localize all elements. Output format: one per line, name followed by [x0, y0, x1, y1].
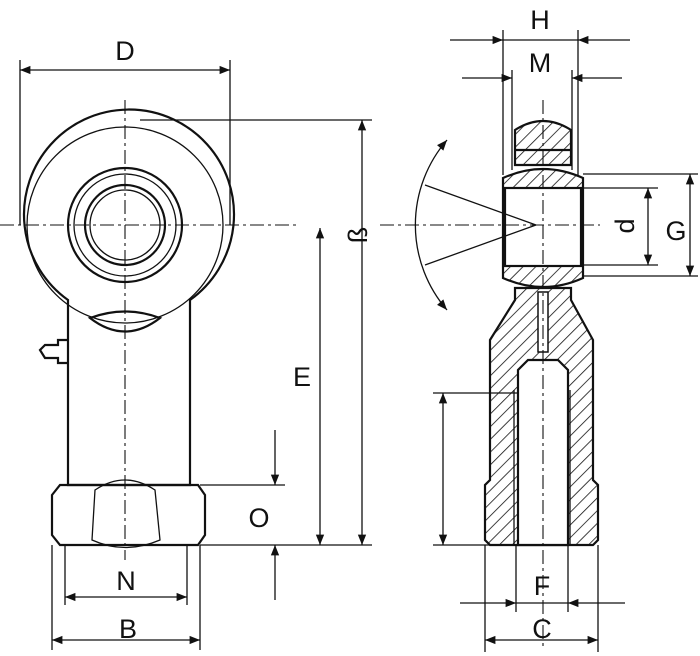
- dimensions: [19, 30, 698, 652]
- label-H: H: [530, 5, 550, 35]
- label-F: F: [534, 571, 551, 601]
- label-d: d: [610, 218, 640, 233]
- label-M: M: [529, 48, 552, 78]
- label-C: C: [532, 614, 552, 644]
- label-B: B: [119, 614, 137, 644]
- label-G: G: [665, 216, 686, 246]
- label-E: E: [293, 362, 311, 392]
- grease-nipple-icon: [38, 338, 68, 365]
- label-D: D: [115, 36, 135, 66]
- label-O: O: [248, 503, 269, 533]
- label-N: N: [116, 566, 136, 596]
- label-beta: ß: [343, 227, 373, 244]
- front-view: [0, 100, 300, 560]
- section-view: [380, 100, 600, 650]
